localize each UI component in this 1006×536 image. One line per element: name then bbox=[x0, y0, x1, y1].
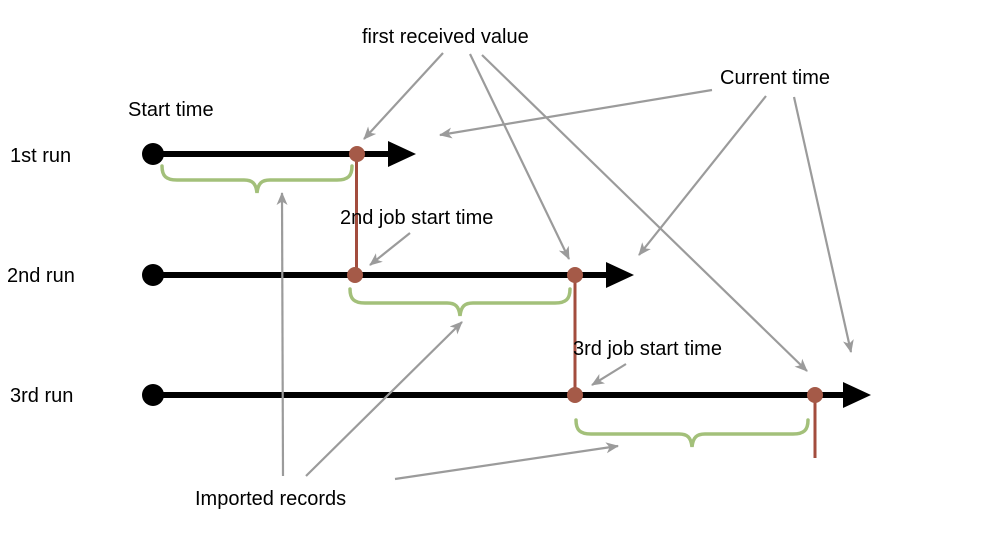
arrow-2nd-job-start-to-dot bbox=[369, 232, 411, 266]
run-3-start-dot bbox=[142, 384, 164, 406]
label-run-1: 1st run bbox=[10, 145, 71, 167]
run-2-timeline bbox=[142, 262, 634, 395]
imported-records-brace-run-1 bbox=[160, 164, 354, 194]
label-first-received-value: first received value bbox=[362, 26, 529, 48]
arrow-imported-records-to-brace-3 bbox=[394, 442, 619, 481]
arrow-current-time-to-run-2 bbox=[638, 95, 767, 256]
label-imported-records: Imported records bbox=[195, 488, 346, 510]
label-3rd-job-start-time: 3rd job start time bbox=[573, 338, 722, 360]
arrow-3rd-job-start-to-dot bbox=[591, 363, 627, 386]
run-1-start-dot bbox=[142, 143, 164, 165]
label-run-3: 3rd run bbox=[10, 385, 73, 407]
run-2-job-start-dot bbox=[347, 267, 363, 283]
arrow-first-received-to-run-2 bbox=[469, 53, 570, 260]
label-run-2: 2nd run bbox=[7, 265, 75, 287]
run-2-arrowhead-icon bbox=[606, 262, 634, 288]
run-3-job-start-dot bbox=[567, 387, 583, 403]
imported-records-brace-run-2 bbox=[348, 287, 572, 317]
label-current-time: Current time bbox=[720, 67, 830, 89]
run-1-timeline bbox=[142, 141, 416, 275]
arrow-first-received-to-run-3 bbox=[481, 54, 808, 372]
arrow-current-time-to-run-1 bbox=[439, 88, 713, 139]
label-start-time: Start time bbox=[128, 99, 214, 121]
arrow-imported-records-to-brace-1 bbox=[276, 192, 288, 477]
arrow-current-time-to-run-3 bbox=[792, 96, 854, 353]
run-1-arrowhead-icon bbox=[388, 141, 416, 167]
run-1-first-received-dot bbox=[349, 146, 365, 162]
run-3-arrowhead-icon bbox=[843, 382, 871, 408]
run-2-first-received-dot bbox=[567, 267, 583, 283]
imported-records-brace-run-3 bbox=[574, 418, 810, 448]
arrow-first-received-to-run-1 bbox=[363, 52, 444, 140]
arrow-imported-records-to-brace-2 bbox=[305, 321, 463, 477]
annotation-arrows bbox=[276, 52, 854, 481]
run-2-start-dot bbox=[142, 264, 164, 286]
run-3-timeline bbox=[142, 382, 871, 458]
run-3-first-received-dot bbox=[807, 387, 823, 403]
label-2nd-job-start-time: 2nd job start time bbox=[340, 207, 493, 229]
